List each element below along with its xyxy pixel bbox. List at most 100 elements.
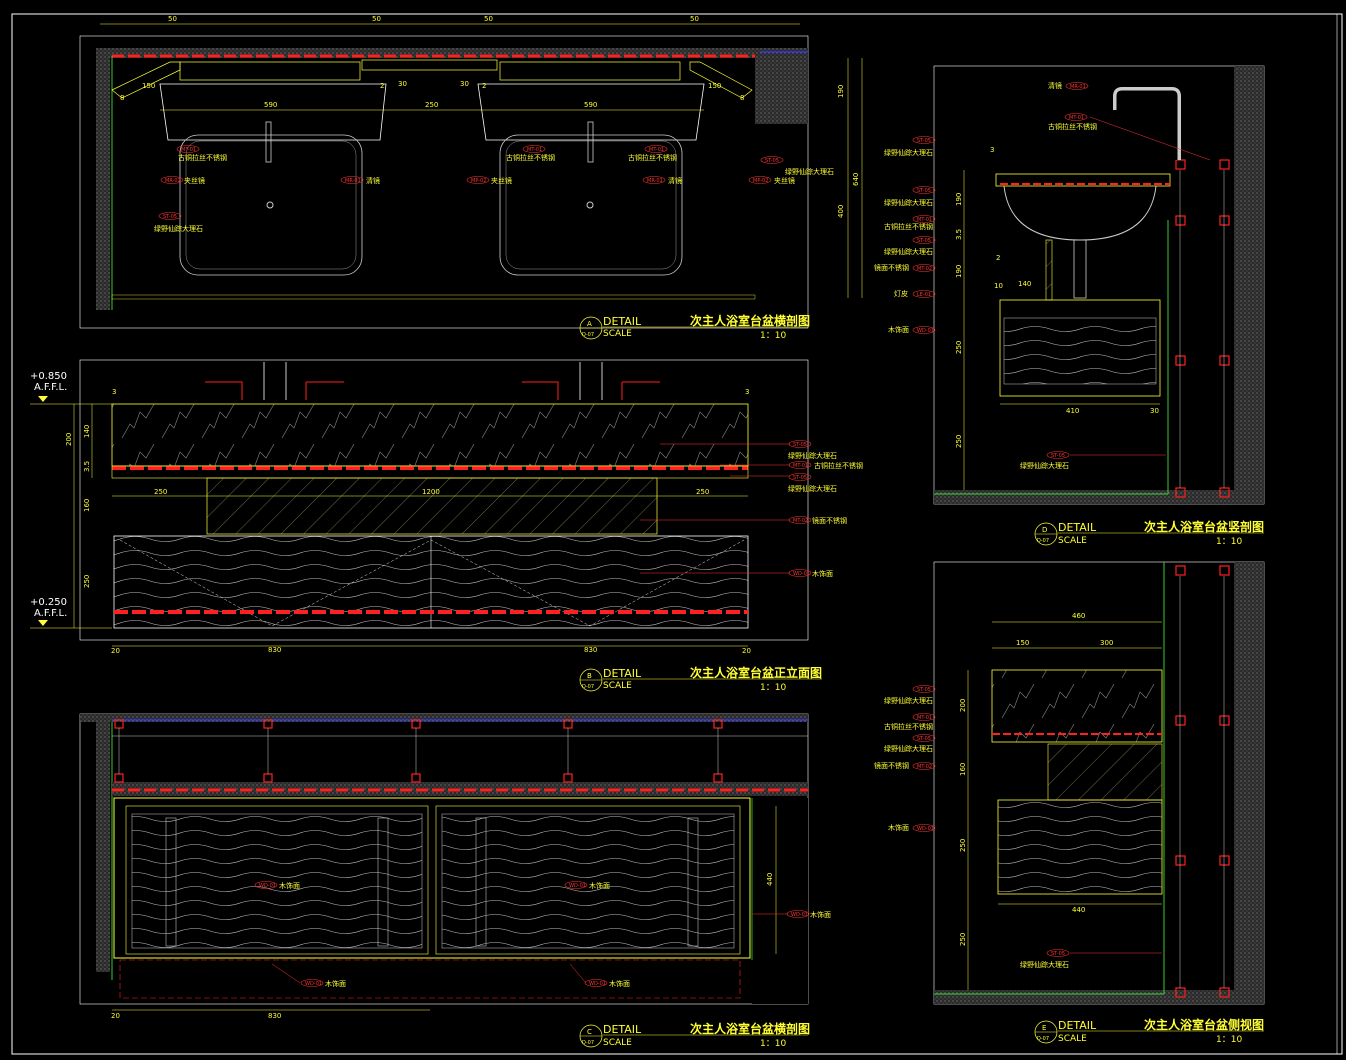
svg-text:木饰面: 木饰面 [325, 979, 346, 988]
view-b-dim-small-2: 3.5 [83, 461, 91, 472]
svg-text:MT-01: MT-01 [917, 217, 932, 223]
svg-text:C: C [587, 1028, 592, 1036]
view-a-basin-right-inner [505, 140, 677, 270]
view-a-dim-small-4: 2 [482, 82, 486, 90]
view-a-dim-top-4: 50 [690, 15, 699, 23]
view-b-marble-top [111, 403, 749, 467]
svg-text:清镜: 清镜 [668, 176, 682, 185]
view-a-dim-small-5: 8 [120, 94, 124, 102]
view-a-callout-8: MR-01 清镜 [642, 176, 682, 185]
svg-text:绿野仙踪大理石: 绿野仙踪大理石 [788, 451, 837, 460]
view-a-dim-mid-3: 590 [584, 101, 597, 109]
view-c-top-slab [80, 714, 808, 722]
svg-text:古铜拉丝不锈钢: 古铜拉丝不锈钢 [506, 153, 555, 162]
svg-text:绿野仙踪大理石: 绿野仙踪大理石 [154, 224, 203, 233]
svg-text:古铜拉丝不锈钢: 古铜拉丝不锈钢 [884, 222, 933, 231]
svg-text:D-07: D-07 [1037, 538, 1049, 544]
view-a-dim-right-3: 640 [852, 173, 860, 186]
svg-text:WD-01: WD-01 [259, 883, 276, 889]
svg-text:A: A [587, 320, 592, 328]
svg-text:绿野仙踪大理石: 绿野仙踪大理石 [884, 696, 933, 705]
svg-text:夹丝镜: 夹丝镜 [184, 176, 205, 185]
svg-text:1：10: 1：10 [760, 683, 786, 693]
svg-text:MP-02: MP-02 [753, 178, 768, 184]
svg-text:DETAIL: DETAIL [1058, 1019, 1097, 1032]
view-b-dim-bottom-2: 830 [268, 646, 281, 654]
view-b-dim-small-3: 3 [112, 388, 116, 396]
svg-text:清镜: 清镜 [1048, 81, 1062, 90]
view-e-marble-top [991, 669, 1163, 743]
view-a-left-wall [96, 56, 110, 310]
view-e-dim-top-1: 460 [1072, 612, 1085, 620]
view-a-dim-mid-1: 590 [264, 101, 277, 109]
svg-text:MR-01: MR-01 [647, 178, 663, 184]
view-b-dim-small-4: 3 [745, 388, 749, 396]
svg-text:次主人浴室台盆竖剖图: 次主人浴室台盆竖剖图 [1144, 519, 1264, 534]
view-a-drain-left [266, 201, 274, 209]
svg-text:SCALE: SCALE [603, 681, 632, 691]
svg-text:WD-01: WD-01 [569, 883, 586, 889]
view-a-dim-top-1: 50 [168, 15, 177, 23]
svg-text:LE-01: LE-01 [917, 292, 931, 298]
view-e-callout-3: ST-05 绿野仙踪大理石 [884, 734, 936, 753]
view-b-title-block: B D-07 DETAIL SCALE 次主人浴室台盆正立面图 1：10 [579, 665, 822, 693]
view-d-faucet [1113, 87, 1181, 160]
view-b-callout-1: ST-05 绿野仙踪大理石 [660, 440, 837, 460]
view-a-mirror-strip-1 [179, 61, 361, 81]
svg-text:木饰面: 木饰面 [888, 823, 909, 832]
view-a-basin-right [499, 134, 683, 276]
sheet-border [11, 13, 1343, 1055]
view-d-dim-mid-3: 410 [1066, 407, 1079, 415]
svg-text:木饰面: 木饰面 [609, 979, 630, 988]
view-d-drain-pipe [1073, 239, 1087, 299]
view-a-dim-mid-2: 250 [425, 101, 438, 109]
svg-text:夹丝镜: 夹丝镜 [774, 176, 795, 185]
view-c-dim-bottom-2: 830 [268, 1012, 281, 1020]
svg-text:ST-05: ST-05 [917, 736, 931, 742]
view-b-mirror-panel [206, 477, 658, 535]
svg-text:MT-01: MT-01 [649, 147, 664, 153]
view-d-dim-mid-4: 30 [1150, 407, 1159, 415]
view-c-cabinet-outer [113, 797, 751, 959]
view-a-callout-9: MP-02 夹丝镜 [748, 176, 795, 185]
svg-text:MT-01: MT-01 [527, 147, 542, 153]
view-a-right-block [755, 56, 808, 124]
view-a-dim-side-2: 150 [708, 82, 721, 90]
view-e-dim-top-3: 300 [1100, 639, 1113, 647]
svg-text:1：10: 1：10 [760, 1039, 786, 1049]
svg-text:木饰面: 木饰面 [812, 569, 833, 578]
svg-text:ST-05: ST-05 [1051, 951, 1065, 957]
svg-text:ST-05: ST-05 [793, 442, 807, 448]
svg-text:MR-01: MR-01 [1070, 84, 1086, 90]
view-a-faucet-left [265, 121, 272, 163]
svg-text:绿野仙踪大理石: 绿野仙踪大理石 [788, 484, 837, 493]
svg-text:+0.250: +0.250 [30, 597, 67, 608]
view-c-left-wall [96, 722, 110, 972]
svg-text:E: E [1042, 1024, 1046, 1032]
view-d-dim-left-2: 190 [955, 193, 963, 206]
view-b-faucets [205, 362, 660, 400]
svg-text:次主人浴室台盆侧视图: 次主人浴室台盆侧视图 [1144, 1017, 1264, 1032]
svg-text:WD-01: WD-01 [791, 912, 808, 918]
svg-text:绿野仙踪大理石: 绿野仙踪大理石 [1020, 960, 1069, 969]
svg-text:古铜拉丝不锈钢: 古铜拉丝不锈钢 [1048, 122, 1097, 131]
svg-text:绿野仙踪大理石: 绿野仙踪大理石 [884, 744, 933, 753]
view-d-frame [933, 65, 1265, 505]
view-d-dim-mid-1: 10 [994, 282, 1003, 290]
svg-text:古铜拉丝不锈钢: 古铜拉丝不锈钢 [814, 461, 863, 470]
svg-text:MT-02: MT-02 [917, 764, 932, 770]
view-d-drawer [999, 299, 1161, 397]
